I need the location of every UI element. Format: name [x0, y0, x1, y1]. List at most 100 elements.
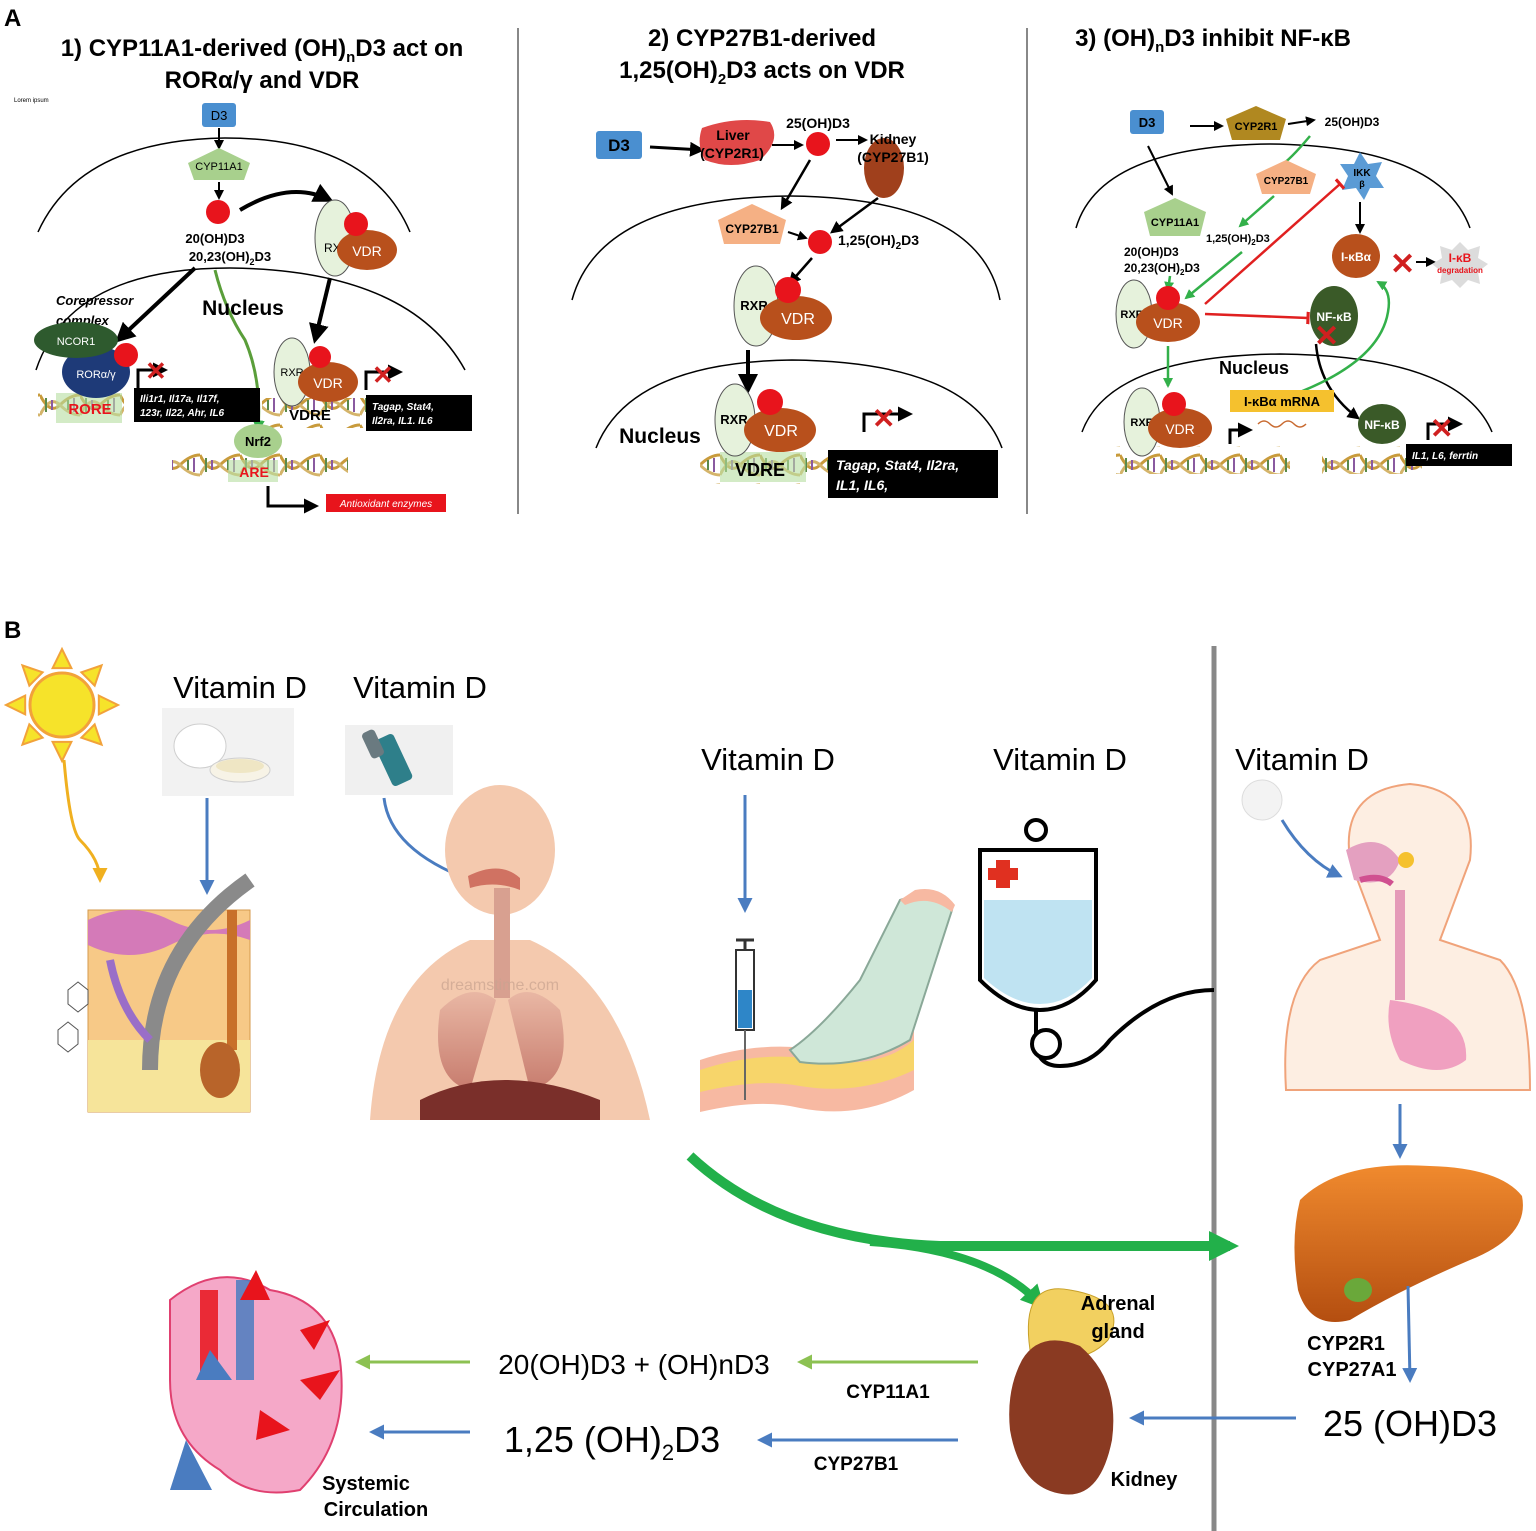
p3-ikk-label2: β: [1359, 179, 1365, 189]
cyp27b1-label: CYP27B1: [814, 1454, 899, 1475]
liver-to-25oh-arrow: [1402, 1285, 1418, 1383]
p2-tss: [862, 406, 913, 432]
sun-ray: [20, 663, 45, 688]
subpanel-1: 1) CYP11A1-derived (OH)nD3 act on RORα/γ…: [14, 35, 472, 514]
p3-cell-membrane: [1075, 143, 1471, 229]
iv-bag-illustration: [978, 818, 1215, 1069]
p3-inhibit-nfkb: [1204, 311, 1310, 325]
p1-tss-2: [364, 364, 403, 390]
p1-arrow-to-vdr: [238, 183, 334, 212]
p2-calcitriol-label: 1,25(OH)2D3: [838, 232, 919, 252]
p3-arrow-cyp2r1-25oh: [1287, 116, 1316, 127]
p1-rore-box: [56, 393, 122, 423]
p1-vdr-nuc-ligand: [309, 346, 331, 368]
p3-genes-box: [1406, 444, 1512, 466]
p1-vdr-nuc: [298, 362, 358, 402]
p3-25oh-label: 25(OH)D3: [1325, 115, 1380, 129]
p1-cyp11a1-pentagon: [188, 148, 250, 180]
p2-cyp27b1-pentagon: [718, 204, 786, 244]
watermark-text: dreamstime.com: [441, 977, 559, 994]
p2-vdr-nuc-ligand: [757, 389, 783, 415]
pill-arrow: [1280, 819, 1343, 878]
skin-cross-section: [57, 873, 255, 1113]
p1-nucleus-label: Nucleus: [202, 297, 284, 320]
p2-genes-l1: Tagap, Stat4, Il2ra,: [836, 457, 959, 473]
p2-vdre-label: VDRE: [735, 460, 785, 480]
p1-tiny-text: Lorem ipsum: [14, 98, 49, 104]
p2-nuclear-membrane: [595, 359, 1003, 449]
p2-vdr-cyto-ligand: [775, 277, 801, 303]
p2-vdr-nuc: [744, 408, 816, 452]
p3-ikb-deg-2: degradation: [1437, 266, 1483, 275]
p1-antioxidant-label: Antioxidant enzymes: [339, 499, 432, 510]
respiratory-illustration: dreamstime.com: [370, 785, 650, 1120]
p3-mrna-label: I-κBα mRNA: [1244, 394, 1321, 409]
p3-met2: 20,23(OH)2D3: [1124, 261, 1200, 277]
cyp11a1-label: CYP11A1: [846, 1382, 930, 1403]
p2-liver-label: Liver: [716, 127, 750, 143]
p2-d3-box: [596, 131, 642, 159]
p2-arrow-dot-cyp: [780, 159, 812, 211]
p3-ikk-label1: IKK: [1353, 168, 1371, 179]
p3-tss-right: [1426, 416, 1463, 440]
p3-cyp11a1-pentagon: [1144, 198, 1206, 236]
p3-mrna-squiggle: [1257, 420, 1307, 428]
p3-arrow-cyp27b1-calcitriol: [1238, 195, 1275, 228]
systemic-label-1: Systemic: [322, 1473, 410, 1495]
green-arrow-to-adrenal: [869, 1238, 1045, 1310]
p1-arrow-vdr-nucleus: [309, 277, 332, 344]
adrenal-label-1: Adrenal: [1081, 1293, 1155, 1315]
p3-genes-label: IL1, L6, ferrtin: [1412, 451, 1478, 462]
p3-title: 3) (OH)nD3 inhibit NF-κB: [1075, 25, 1351, 56]
p1-met2: 20,23(OH)2D3: [189, 249, 271, 267]
p3-met1: 20(OH)D3: [1124, 245, 1179, 259]
sun-ray: [50, 740, 74, 764]
p1-arrow-to-ror: [115, 266, 197, 343]
p3-nfkb-label: NF-κB: [1316, 310, 1352, 324]
p2-arrow-d3-liver: [649, 141, 705, 157]
p3-arrow-d3-cyp11a1: [1147, 145, 1173, 196]
p2-25oh-label: 25(OH)D3: [786, 115, 850, 131]
p1-tss-3: [266, 486, 319, 514]
sun-ray: [79, 663, 104, 688]
panel-b-label: B: [4, 617, 21, 644]
p2-kidney-shape: [864, 138, 904, 198]
systemic-label-2: Circulation: [324, 1499, 428, 1521]
p3-ikb-deg-1: I-κB: [1449, 251, 1472, 265]
p2-liver-shape: [699, 120, 775, 165]
p2-kidney-label: Kidney: [870, 131, 917, 147]
heart-illustration: [169, 1270, 343, 1494]
p2-vdre-box: [720, 452, 806, 482]
p1-rxr-nuc-label: RXR: [280, 367, 303, 379]
kidney-label: Kidney: [1111, 1469, 1179, 1491]
p1-vdre-label: VDRE: [289, 407, 331, 424]
liver-enzyme-1: CYP2R1: [1307, 1333, 1385, 1355]
p1-ncor1-shape: [34, 322, 118, 358]
vitd-inhaler-label: Vitamin D: [353, 670, 487, 705]
p1-ncor1-label: NCOR1: [57, 336, 96, 348]
p1-d3-label: D3: [211, 108, 228, 123]
p1-genes2-box: [366, 395, 472, 431]
subpanel-2: 2) CYP27B1-derived 1,25(OH)2D3 acts on V…: [571, 25, 1003, 498]
p1-d3-box: [202, 103, 236, 127]
p1-genes1-l2: 123r, Il22, Ahr, IL6: [140, 408, 225, 419]
p3-nuclear-membrane: [1081, 353, 1493, 433]
p3-block-x-deg: ✕: [1390, 248, 1415, 281]
inhaler-image: [345, 725, 453, 795]
vitd-iv-label: Vitamin D: [993, 742, 1127, 777]
oh25d3-label: 25 (OH)D3: [1323, 1403, 1497, 1444]
p1-block-x2: ✕: [372, 360, 394, 390]
p2-arrow-cyp-calcitriol: [787, 230, 808, 241]
p3-ikba-label: I-κBα: [1341, 250, 1372, 264]
p3-cyp27b1-label: CYP27B1: [1264, 176, 1309, 187]
p1-nrf2-label: Nrf2: [245, 434, 271, 449]
calcitriol-label: 1,25 (OH)2D3: [504, 1419, 720, 1465]
p3-d3-label: D3: [1139, 115, 1156, 130]
p1-rore-label: RORE: [68, 401, 111, 418]
p3-arrow-mrna-ikba: [1299, 280, 1391, 394]
p2-d3-label: D3: [608, 136, 630, 155]
p1-cell-membrane: [37, 137, 411, 233]
p2-vdr-cyto: [760, 296, 832, 340]
cream-jar-image: [162, 708, 294, 796]
